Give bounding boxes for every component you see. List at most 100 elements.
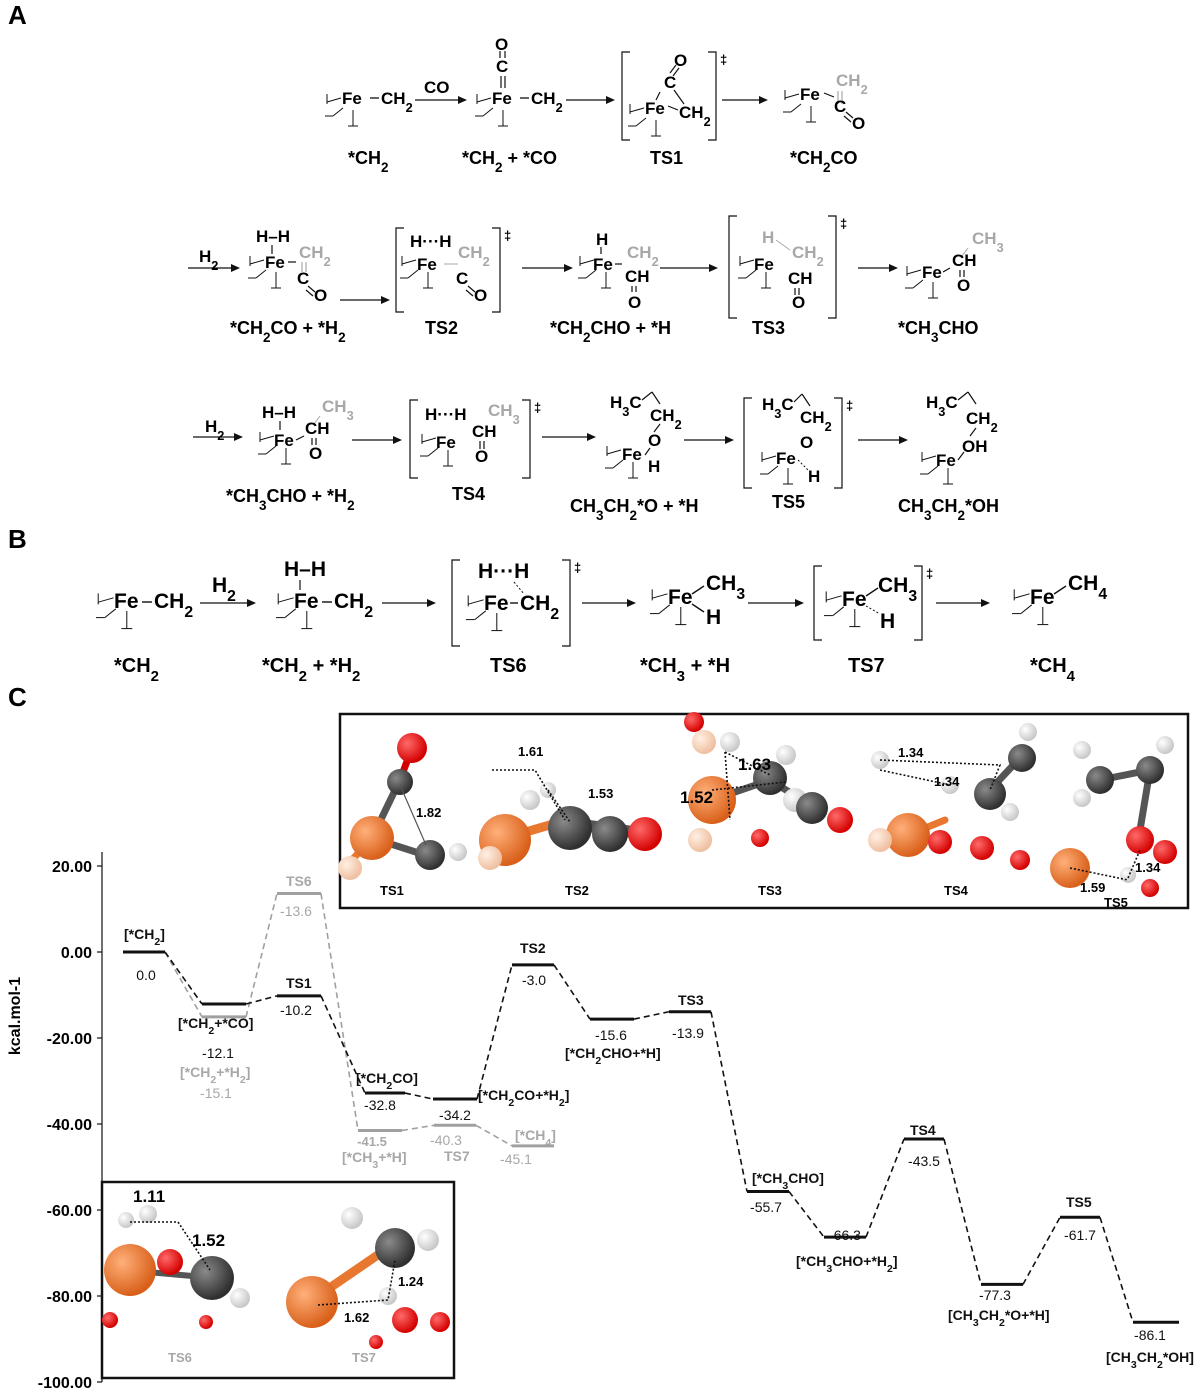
arrow-c4: [858, 436, 908, 444]
ch-group: CH: [625, 267, 650, 286]
connector: [553, 964, 591, 1020]
distance-line: [1127, 849, 1141, 879]
arrow-b0: [188, 264, 240, 272]
fe-atom: Fe: [593, 255, 613, 274]
state-value: -3.0: [522, 972, 546, 988]
label-b-ch3-h: *CH3 + *H: [640, 655, 730, 685]
fe-atom: Fe: [342, 89, 362, 108]
h-atom: [341, 1207, 363, 1229]
c-atom: [974, 778, 1006, 810]
ts-dagger: ‡: [504, 228, 511, 243]
h2-molecule: H–H: [284, 558, 326, 581]
distance-line: [317, 1259, 396, 1306]
h-atom: H: [762, 228, 774, 247]
state-label: [*CH2]: [124, 926, 165, 948]
label-ch2-co: *CH2 + *CO: [462, 148, 557, 175]
ts-label: TS7: [352, 1350, 376, 1365]
level-ts3: TS3-13.9: [669, 992, 711, 1041]
ti-atom: [688, 828, 712, 852]
state-value: -13.9: [672, 1025, 704, 1041]
ts2-bracket: ‡: [395, 227, 511, 313]
state-label: TS7: [444, 1148, 470, 1164]
ch3-group: CH3: [706, 572, 745, 603]
fe-atom: Fe: [622, 445, 642, 464]
ch2-ligand: CH2: [627, 243, 659, 269]
h-atom: [1156, 736, 1174, 754]
connector: [164, 951, 203, 1018]
label-ts1: TS1: [650, 148, 683, 168]
y-tick-label: -20.00: [47, 1031, 92, 1048]
h-atom: H: [596, 230, 608, 249]
ts7-bracket: ‡: [813, 565, 933, 641]
ch2-ligand: CH2: [299, 243, 331, 269]
ch2-ligand: CH2: [154, 590, 193, 621]
level--ch3cho-h2-: [*CH3CHO+*H2]-66.3: [796, 1227, 898, 1275]
distance-label: 1.34: [1135, 860, 1161, 875]
state-value: -13.6: [280, 903, 312, 919]
state-value: -10.2: [280, 1002, 312, 1018]
arrow-d4: [748, 599, 804, 607]
c-atom: [1086, 766, 1114, 794]
connector: [164, 951, 203, 1005]
connector: [476, 964, 513, 1100]
ch2-group: CH2: [800, 408, 832, 434]
state-label: [*CH3+*H]: [342, 1149, 407, 1171]
distance-line: [1069, 867, 1129, 881]
fe-atom: Fe: [492, 89, 512, 108]
state-label: [*CH2CO+*H2]: [478, 1087, 569, 1109]
fe-atom: Fe: [436, 433, 456, 452]
oh-group: OH: [962, 437, 988, 456]
arrow-c1: [352, 436, 402, 444]
connector: [633, 1010, 670, 1020]
distance-label: 1.34: [934, 774, 960, 789]
state-label: TS6: [286, 873, 312, 889]
fe-atom: [886, 813, 930, 857]
ts-label: TS4: [944, 883, 969, 898]
arrow-c3: [684, 436, 734, 444]
h-atom: [520, 790, 540, 810]
o-atom: O: [792, 293, 805, 312]
distance-line: [547, 789, 571, 823]
fe-atom: Fe: [1030, 586, 1055, 609]
distance-label: 1.63: [738, 755, 771, 774]
level--ch3ch2-o-h-: [CH3CH2*O+*H]-77.3: [948, 1282, 1050, 1329]
level--ch3cho-: [*CH3CHO]-55.7: [747, 1170, 824, 1215]
molecule-b-ch4: Fe CH4: [1012, 572, 1107, 626]
ti-atom: [868, 828, 892, 852]
ch4-group: CH4: [1068, 572, 1107, 603]
ch3-group: CH3: [972, 229, 1004, 255]
state-value: -15.1: [200, 1085, 232, 1101]
ts-dagger: ‡: [846, 398, 853, 413]
state-value: -41.5: [357, 1134, 387, 1149]
fe-atom: Fe: [842, 588, 867, 611]
o-atom: O: [309, 444, 322, 463]
ch2-group: CH2: [650, 406, 682, 432]
panel-label-a: A: [8, 0, 27, 30]
o-atom: O: [475, 447, 488, 466]
label-ch2co-h2: *CH2CO + *H2: [230, 318, 346, 345]
distance-label: 1.52: [680, 788, 713, 807]
distance-label: 1.52: [192, 1231, 225, 1250]
o-atom: [397, 733, 427, 763]
fe-atom: [350, 816, 394, 860]
ts-structure-insets: 1.82TS11.611.53TS21.631.52TS31.341.34TS4…: [100, 712, 1190, 1380]
h2-molecule: H···H: [478, 560, 529, 583]
state-label: TS1: [286, 975, 312, 991]
state-label: [*CH2+*H2]: [180, 1064, 250, 1086]
o-atom: [1010, 850, 1030, 870]
ch-group: CH: [788, 269, 813, 288]
fe-atom: Fe: [274, 431, 294, 450]
label-b-ch2-h2: *CH2 + *H2: [262, 655, 360, 685]
distance-line: [724, 751, 771, 776]
c-atom: C: [664, 73, 676, 92]
ch2-ligand: CH2: [334, 590, 373, 621]
h-atom: [139, 1205, 157, 1223]
